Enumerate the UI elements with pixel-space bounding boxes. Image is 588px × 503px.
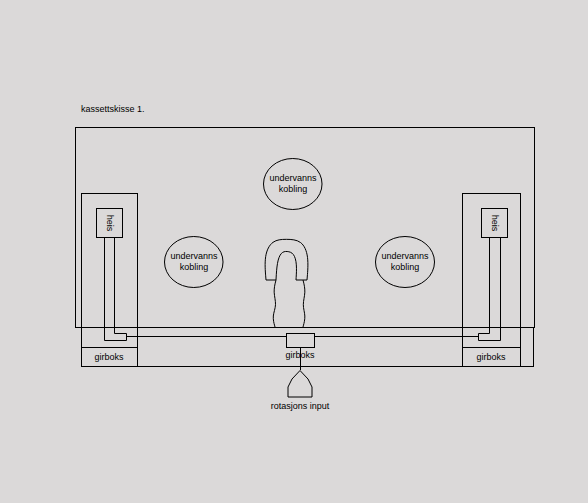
gear-band (82, 328, 534, 367)
part-label: girboks (476, 352, 505, 363)
node-text: rotasjons input (268, 401, 332, 412)
lift-housing (463, 194, 521, 367)
input-shape (288, 371, 312, 398)
center-connector (265, 239, 308, 327)
cassette-frame (76, 128, 535, 328)
node-text: heis (489, 215, 500, 232)
rotation-input: rotasjons input (268, 370, 332, 412)
coupling-ellipse: undervanns kobling (375, 236, 435, 288)
part-label: girboks (94, 352, 123, 363)
ellipse-outline (376, 237, 435, 288)
lift-shaft (105, 238, 127, 341)
part-label: girboks (285, 350, 314, 361)
ellipse-outline (264, 159, 323, 210)
node-text: undervanns kobling (167, 251, 221, 273)
node-text: undervanns kobling (266, 173, 320, 195)
lift-housing (82, 194, 138, 367)
lift-box: heis (96, 208, 123, 238)
node-text: undervanns kobling (378, 251, 432, 273)
ellipse-outline (165, 237, 224, 288)
gearbox-divider (82, 347, 138, 348)
input-shape (268, 370, 332, 398)
gearbox-symbol (287, 334, 315, 348)
gearbox-divider (463, 347, 521, 348)
coupling-ellipse: undervanns kobling (263, 158, 323, 210)
drive-shaft (127, 336, 287, 337)
lift-box: heis (481, 208, 508, 238)
lift-shaft (479, 238, 501, 341)
sketch-title: kassettskisse 1. (81, 104, 145, 115)
drive-shaft (315, 336, 479, 337)
node-text: heis (104, 215, 115, 232)
coupling-ellipse: undervanns kobling (164, 236, 224, 288)
